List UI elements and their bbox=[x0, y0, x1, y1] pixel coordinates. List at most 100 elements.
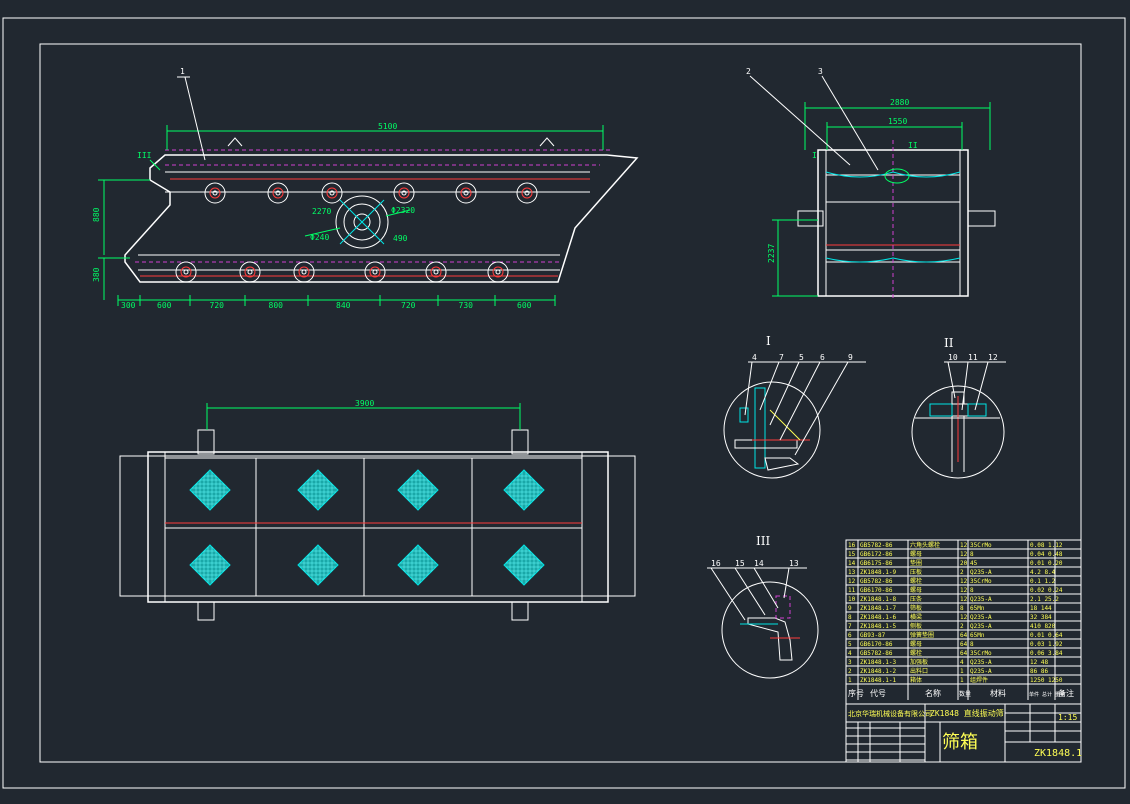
svg-text:35CrMo: 35CrMo bbox=[970, 650, 992, 657]
svg-text:ZK1848.1-6: ZK1848.1-6 bbox=[860, 614, 897, 621]
svg-text:11: 11 bbox=[848, 587, 856, 594]
dim-height: 2237 bbox=[767, 244, 776, 263]
dim-top: 3900 bbox=[355, 399, 374, 408]
callout-label: 1 bbox=[180, 67, 185, 76]
drawing-number: ZK1848.1 bbox=[1034, 748, 1082, 759]
svg-text:0.01 0.64: 0.01 0.64 bbox=[1030, 632, 1063, 639]
svg-text:45: 45 bbox=[970, 560, 978, 567]
svg-text:12: 12 bbox=[960, 614, 968, 621]
callout-label: 15 bbox=[735, 559, 745, 568]
svg-text:名称: 名称 bbox=[925, 688, 941, 698]
svg-text:箱体: 箱体 bbox=[910, 676, 922, 684]
screen-panel bbox=[189, 469, 231, 511]
screen-panel bbox=[397, 544, 439, 586]
detail-ref: I bbox=[812, 151, 817, 160]
bottom-dim: 600 bbox=[157, 301, 172, 310]
top-view: 3900 bbox=[119, 399, 636, 621]
callout-label: 16 bbox=[711, 559, 721, 568]
svg-text:12: 12 bbox=[848, 578, 856, 585]
svg-text:螺母: 螺母 bbox=[910, 550, 922, 558]
svg-text:4.2 8.4: 4.2 8.4 bbox=[1030, 569, 1056, 576]
svg-text:GB6175-86: GB6175-86 bbox=[860, 560, 893, 567]
svg-text:螺母: 螺母 bbox=[910, 586, 922, 594]
dim-width-inner: 1550 bbox=[888, 117, 907, 126]
svg-text:32 384: 32 384 bbox=[1030, 614, 1052, 621]
roller bbox=[321, 182, 343, 204]
detail-ref: II bbox=[908, 141, 918, 150]
svg-text:14: 14 bbox=[848, 560, 856, 567]
svg-text:筛板: 筛板 bbox=[910, 604, 922, 612]
detail-title: III bbox=[756, 534, 770, 548]
svg-text:ZK1848.1-2: ZK1848.1-2 bbox=[860, 668, 897, 675]
svg-text:1: 1 bbox=[960, 668, 964, 675]
svg-text:12: 12 bbox=[960, 551, 968, 558]
svg-text:备注: 备注 bbox=[1058, 688, 1074, 698]
roller bbox=[393, 182, 415, 204]
svg-text:螺栓: 螺栓 bbox=[910, 649, 922, 657]
svg-text:0.01 0.20: 0.01 0.20 bbox=[1030, 560, 1063, 567]
bottom-dim: 600 bbox=[517, 301, 532, 310]
svg-text:8: 8 bbox=[970, 551, 974, 558]
side-view: 2880 1550 2237 2 3 I II bbox=[746, 67, 996, 300]
svg-text:材料: 材料 bbox=[990, 688, 1006, 698]
drawing-scale: 1:15 bbox=[1058, 713, 1077, 722]
svg-text:GB5782-86: GB5782-86 bbox=[860, 578, 893, 585]
roller bbox=[455, 182, 477, 204]
roller bbox=[516, 182, 538, 204]
svg-text:410 820: 410 820 bbox=[1030, 623, 1056, 630]
roller bbox=[204, 182, 226, 204]
svg-text:单件 总计 重量: 单件 总计 重量 bbox=[1029, 691, 1065, 698]
svg-text:7: 7 bbox=[848, 623, 852, 630]
svg-text:12: 12 bbox=[960, 542, 968, 549]
roller bbox=[267, 182, 289, 204]
svg-text:4: 4 bbox=[848, 650, 852, 657]
svg-text:20: 20 bbox=[960, 560, 968, 567]
bottom-dim: 300 bbox=[121, 301, 136, 310]
svg-text:0.04 0.48: 0.04 0.48 bbox=[1030, 551, 1063, 558]
svg-text:序号: 序号 bbox=[848, 688, 864, 698]
svg-text:ZK1848.1-5: ZK1848.1-5 bbox=[860, 623, 897, 630]
callout-label: 5 bbox=[799, 353, 804, 362]
roller bbox=[293, 261, 315, 283]
svg-text:2.1 25.2: 2.1 25.2 bbox=[1030, 596, 1059, 603]
svg-text:12: 12 bbox=[960, 578, 968, 585]
svg-text:4: 4 bbox=[960, 659, 964, 666]
svg-text:侧板: 侧板 bbox=[910, 622, 922, 630]
svg-text:ZK1848.1-7: ZK1848.1-7 bbox=[860, 605, 897, 612]
screen-panel bbox=[503, 469, 545, 511]
svg-text:2: 2 bbox=[960, 623, 964, 630]
svg-text:64: 64 bbox=[960, 632, 968, 639]
svg-text:ZK1848.1-8: ZK1848.1-8 bbox=[860, 596, 897, 603]
inner-frame bbox=[39, 43, 1082, 763]
svg-text:GB5782-86: GB5782-86 bbox=[860, 650, 893, 657]
svg-text:0.02 0.24: 0.02 0.24 bbox=[1030, 587, 1063, 594]
callout-label: 12 bbox=[988, 353, 998, 362]
screen-panel bbox=[397, 469, 439, 511]
drawing-title: 筛箱 bbox=[942, 732, 978, 753]
svg-text:16: 16 bbox=[848, 542, 856, 549]
svg-text:垫圈: 垫圈 bbox=[910, 559, 922, 567]
svg-text:Q235-A: Q235-A bbox=[970, 569, 992, 576]
svg-text:GB6170-86: GB6170-86 bbox=[860, 641, 893, 648]
center-label: Φ240 bbox=[310, 233, 329, 242]
bottom-dim: 730 bbox=[459, 301, 474, 310]
svg-text:64: 64 bbox=[960, 641, 968, 648]
callout-label: 3 bbox=[818, 67, 823, 76]
detail-ref: III bbox=[137, 151, 152, 160]
center-label: 490 bbox=[393, 234, 408, 243]
svg-text:13: 13 bbox=[848, 569, 856, 576]
svg-text:2: 2 bbox=[848, 668, 852, 675]
drawing-subtitle: ZK1848 直线振动筛 bbox=[930, 708, 1004, 718]
callout-label: 7 bbox=[779, 353, 784, 362]
bottom-dim: 720 bbox=[401, 301, 416, 310]
